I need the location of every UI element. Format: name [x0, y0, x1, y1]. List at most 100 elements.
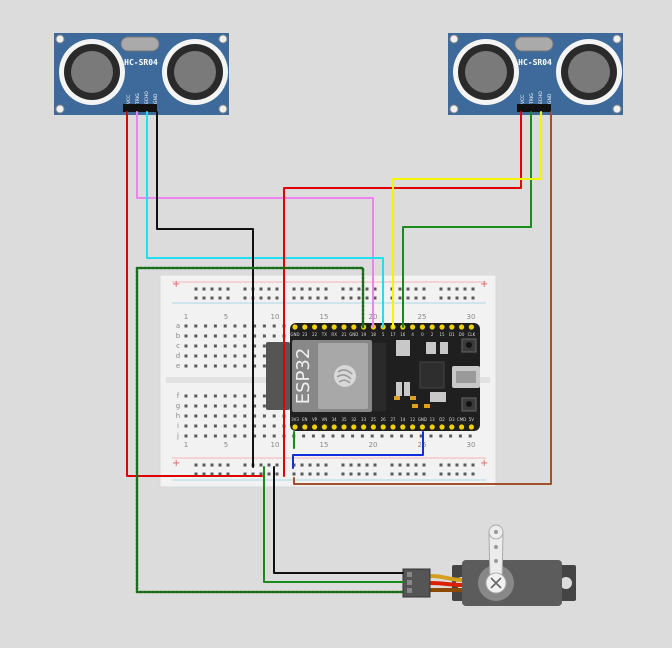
breadboard-hole: [267, 463, 271, 467]
breadboard-hole: [204, 354, 208, 358]
esp32-pin[interactable]: [292, 324, 298, 330]
esp32-pin[interactable]: [410, 324, 416, 330]
breadboard-hole: [262, 394, 266, 398]
esp32-pin[interactable]: [341, 424, 347, 430]
servo-motor-icon[interactable]: [402, 524, 576, 606]
esp32-pin[interactable]: [449, 324, 455, 330]
wire-left-gnd[interactable]: [156, 111, 254, 468]
ultrasonic-sensor-right[interactable]: HC-SR04 VCC TRIG ECHO GND: [448, 33, 623, 115]
esp32-pin[interactable]: [459, 424, 465, 430]
esp32-pin[interactable]: [302, 324, 308, 330]
breadboard-hole: [302, 434, 306, 438]
breadboard-hole: [357, 287, 361, 291]
wire-servo-signal[interactable]: [135, 266, 405, 594]
wire-servo-gnd[interactable]: [273, 466, 404, 574]
breadboard-hole: [365, 287, 369, 291]
row-label: f: [177, 392, 180, 400]
breadboard-hole: [471, 472, 475, 476]
breadboard-hole: [390, 463, 394, 467]
esp32-pin[interactable]: [370, 424, 376, 430]
breadboard-hole: [414, 287, 418, 291]
breadboard-hole: [226, 287, 230, 291]
breadboard-hole: [458, 434, 462, 438]
breadboard-hole: [184, 324, 188, 328]
esp32-pin[interactable]: [312, 324, 318, 330]
esp32-pin-label: VP: [312, 417, 318, 422]
esp32-pin-label: 17: [390, 332, 396, 337]
col-label: 1: [184, 313, 188, 321]
esp32-pin-label: D2: [439, 417, 445, 422]
esp32-pin[interactable]: [459, 324, 465, 330]
esp32-pin[interactable]: [439, 424, 445, 430]
esp32-pin[interactable]: [361, 424, 367, 430]
breadboard-hole: [204, 394, 208, 398]
esp32-pin[interactable]: [331, 424, 337, 430]
col-label: 5: [224, 441, 228, 449]
esp32-pin[interactable]: [351, 424, 357, 430]
esp32-pin[interactable]: [292, 424, 298, 430]
esp32-pin-label: 25: [371, 417, 377, 422]
breadboard-hole: [210, 472, 214, 476]
wire-left-vcc[interactable]: [126, 111, 263, 477]
breadboard-hole: [292, 287, 296, 291]
esp32-pin[interactable]: [390, 424, 396, 430]
breadboard-hole: [184, 414, 188, 418]
esp32-pin-label: 14: [400, 417, 406, 422]
breadboard-hole: [243, 334, 247, 338]
esp32-pin[interactable]: [439, 324, 445, 330]
esp32-pin[interactable]: [321, 324, 327, 330]
breadboard-hole: [213, 344, 217, 348]
breadboard-hole: [316, 463, 320, 467]
esp32-pin[interactable]: [351, 324, 357, 330]
esp32-pin[interactable]: [419, 324, 425, 330]
esp32-pin-label: 18: [371, 332, 377, 337]
wire-right-trig[interactable]: [402, 111, 532, 328]
breadboard-hole: [210, 287, 214, 291]
breadboard-hole: [380, 434, 384, 438]
wire-right-vcc[interactable]: [283, 111, 522, 477]
transducer-icon: [162, 39, 228, 105]
wire-servo-vcc[interactable]: [263, 466, 404, 583]
breadboard-hole: [447, 472, 451, 476]
esp32-pin[interactable]: [321, 424, 327, 430]
breadboard-hole: [321, 434, 325, 438]
esp32-pin[interactable]: [302, 424, 308, 430]
esp32-pin-label: GND: [349, 332, 358, 337]
wire-left-echo[interactable]: [146, 111, 384, 328]
breadboard-hole: [223, 424, 227, 428]
esp32-pin[interactable]: [429, 324, 435, 330]
breadboard-hole: [471, 463, 475, 467]
breadboard-hole: [226, 463, 230, 467]
breadboard-hole: [233, 414, 237, 418]
esp32-pin[interactable]: [410, 424, 416, 430]
breadboard-hole: [390, 472, 394, 476]
breadboard-hole: [213, 394, 217, 398]
esp32-pin[interactable]: [400, 424, 406, 430]
breadboard-hole: [398, 463, 402, 467]
esp32-pin[interactable]: [380, 424, 386, 430]
wire-left-trig[interactable]: [136, 111, 374, 328]
esp32-pin[interactable]: [468, 424, 474, 430]
esp32-pin[interactable]: [341, 324, 347, 330]
esp32-pin[interactable]: [468, 324, 474, 330]
esp32-pin[interactable]: [429, 424, 435, 430]
breadboard-hole: [300, 463, 304, 467]
esp32-pin-label: 19: [361, 332, 367, 337]
esp32-pin[interactable]: [449, 424, 455, 430]
breadboard-hole: [243, 424, 247, 428]
wire-esp-blue[interactable]: [292, 431, 424, 469]
ultrasonic-sensor-left[interactable]: HC-SR04 VCC TRIG ECHO GND: [54, 33, 229, 115]
wire-right-echo[interactable]: [392, 111, 542, 328]
esp32-pin[interactable]: [312, 424, 318, 430]
breadboard-hole: [390, 434, 394, 438]
breadboard-hole: [267, 472, 271, 476]
breadboard-hole: [194, 472, 198, 476]
esp32-pin[interactable]: [419, 424, 425, 430]
breadboard-hole: [204, 344, 208, 348]
esp32-pin[interactable]: [331, 324, 337, 330]
wire-right-gnd[interactable]: [293, 111, 552, 485]
breadboard-hole: [233, 354, 237, 358]
breadboard-hole: [243, 404, 247, 408]
breadboard-hole: [210, 296, 214, 300]
